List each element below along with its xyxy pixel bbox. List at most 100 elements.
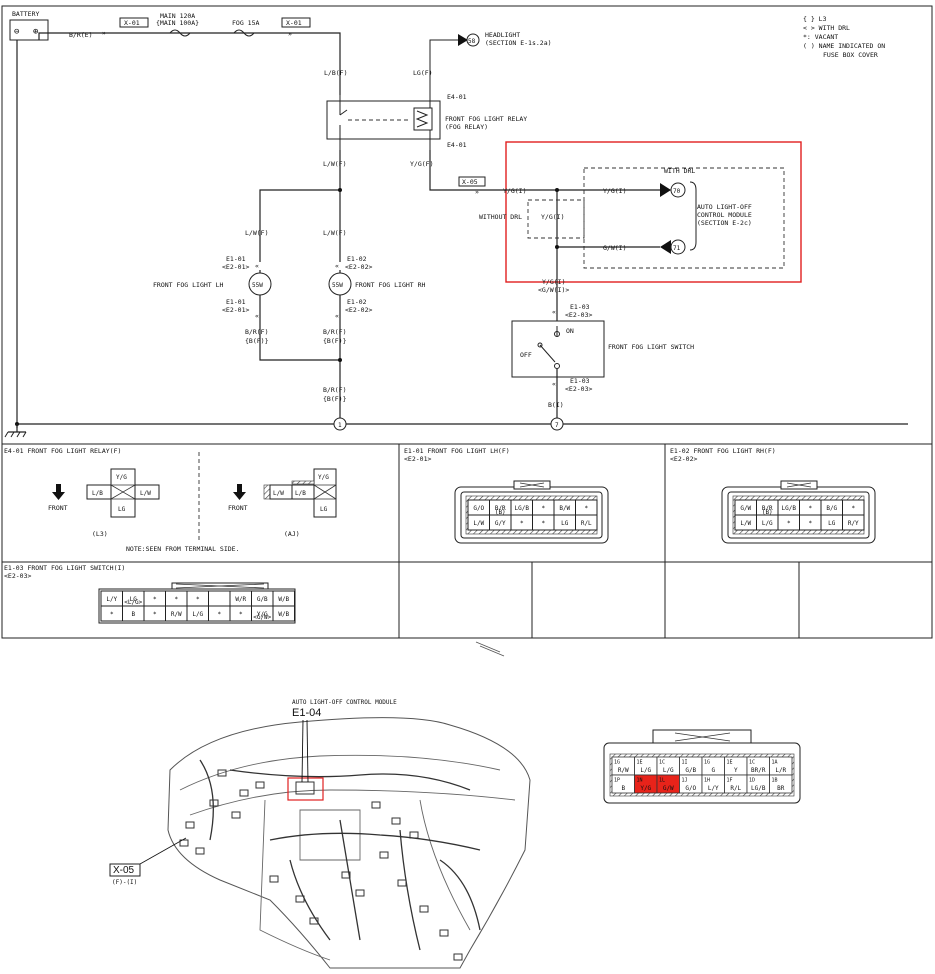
rh-pin-sub-label: (B): [762, 509, 773, 516]
wire-lw-f: L/W(F): [323, 160, 346, 168]
headlight-section: (SECTION E-1s.2a): [485, 39, 552, 47]
connector-pin-label: LG: [828, 520, 836, 527]
module-pin-id: 1N: [637, 778, 643, 784]
wire-br-e: B/R(E): [69, 31, 92, 39]
ground-point-1: [333, 417, 347, 431]
connector-pin-label: LG: [561, 520, 569, 527]
connector-pin-label: W/R: [235, 596, 246, 603]
switch-pin-sub-label-2: <G/W>: [253, 614, 271, 621]
connector-cell: [208, 590, 231, 607]
main-fuse-icon: [169, 29, 191, 37]
svg-text:»: »: [102, 29, 106, 37]
connector-pin-label: *: [174, 596, 178, 603]
e4-01-bottom: E4-01: [447, 141, 467, 149]
switch-pin-sub-label: <L/G>: [124, 599, 142, 606]
e1-03-a: E1-03: [570, 303, 590, 311]
relay-l3-pinout: Y/G L/B L/W LG: [86, 468, 160, 518]
e4-01-top: E4-01: [447, 93, 467, 101]
fog-fuse-icon: [233, 29, 255, 37]
svg-text:LG: LG: [320, 506, 328, 513]
ground-point-7: [550, 417, 564, 431]
wire-lw-f-right: L/W(F): [323, 229, 346, 237]
svg-text:»: »: [288, 30, 292, 38]
without-drl-label: WITHOUT DRL: [479, 213, 522, 221]
svg-text:LG: LG: [118, 506, 126, 513]
e1-02-a: E1-02: [347, 255, 367, 263]
e2-02-b: <E2-02>: [345, 306, 372, 314]
legend-l3: { } L3: [803, 15, 827, 23]
wire-br-f-center: B/R(F): [323, 386, 346, 394]
e1-01-b: E1-01: [226, 298, 246, 306]
wire-yg-f: Y/G(F): [410, 160, 433, 168]
svg-text:L/B: L/B: [295, 490, 306, 497]
connector-cell: [575, 514, 598, 531]
module-label-2: CONTROL MODULE: [697, 211, 752, 219]
module-pin-id: 1A: [772, 760, 778, 766]
module-pin-id: 1I: [682, 760, 688, 766]
module-pin-id: 1C: [659, 760, 665, 766]
connector-pin-label: *: [541, 520, 545, 527]
connector-pin-label: *: [787, 520, 791, 527]
with-drl-box: [583, 167, 785, 269]
ground-icon: [4, 424, 27, 438]
svg-text:L/W: L/W: [140, 490, 151, 497]
module-pin-wire: L/G: [640, 767, 651, 774]
relay-aj-pinout: Y/G L/W L/B LG: [263, 468, 337, 518]
connector-pin-label: *: [541, 505, 545, 512]
legend-name: ( ) NAME INDICATED ON: [803, 42, 885, 50]
module-pin-wire: B: [621, 785, 625, 792]
connector-pin-label: G/O: [473, 505, 484, 512]
module-pin-id: 1C: [749, 760, 755, 766]
e1-01-a: E1-01: [226, 255, 246, 263]
module-pin-id: 1H: [704, 778, 710, 784]
connector-pin-label: G/B: [257, 596, 268, 603]
dashboard-location-drawing: [167, 717, 531, 969]
module-pin-wire: Y/G: [640, 785, 651, 792]
svg-text:«: «: [552, 380, 556, 388]
connector-pin-label: B/G: [826, 505, 837, 512]
relay-label-2: (FOG RELAY): [445, 123, 488, 131]
switch-off-label: OFF: [520, 351, 532, 359]
module-pin-wire: L/R: [775, 767, 786, 774]
e2-03-a: <E2-03>: [565, 311, 592, 319]
module-connector-cell: [769, 774, 793, 794]
battery-minus-icon: ⊖: [14, 27, 19, 37]
svg-text:L/B: L/B: [92, 490, 103, 497]
lh-panel-sub: <E2-01>: [404, 455, 431, 463]
connector-pin-label: L/G: [762, 520, 773, 527]
module-pin-id: 1J: [682, 778, 688, 784]
connector-x01-b: X-01: [286, 19, 302, 27]
module-pin-id: 1D: [749, 778, 755, 784]
relay-front-b: FRONT: [228, 504, 248, 512]
module-pin-wire: LG/B: [751, 785, 766, 792]
module-pin-wire: L/Y: [708, 785, 719, 792]
connector-x01-a: X-01: [124, 19, 140, 27]
wire-gw-i-2: <G/W(I)>: [538, 286, 569, 294]
connector-pin-label: L/W: [473, 520, 484, 527]
connector-pin-label: B/R: [762, 505, 773, 512]
e1-02-b: E1-02: [347, 298, 367, 306]
battery: BATTERY ⊖ ⊕: [9, 10, 49, 41]
fog-light-lh-bulb: 55W: [248, 272, 272, 296]
module-pin-id: 1E: [727, 760, 733, 766]
drl-highlight-box: [505, 141, 802, 283]
connector-pin-label: *: [808, 520, 812, 527]
module-label: AUTO LIGHT-OFF: [697, 203, 752, 211]
module-label-3: (SECTION E-2c): [697, 219, 752, 227]
wire-yg-i: Y/G(I): [503, 187, 526, 195]
module-pin-wire: G/O: [685, 785, 696, 792]
connector-pin-label: L/Y: [106, 596, 117, 603]
location-module-caption: AUTO LIGHT-OFF CONTROL MODULE: [292, 699, 397, 706]
ref-71: 71: [673, 245, 681, 252]
wire-b-f-left: {B(F)}: [245, 337, 269, 345]
module-pin-id: 1F: [727, 778, 733, 784]
connector-pin-label: *: [110, 611, 114, 618]
fog-light-lh-label: FRONT FOG LIGHT LH: [153, 281, 224, 289]
legend-vacant: *: VACANT: [803, 33, 838, 41]
without-drl-box: [527, 199, 585, 239]
headlight-ref-circle: [466, 33, 480, 47]
svg-text:«: «: [255, 262, 259, 270]
fog-light-rh-label: FRONT FOG LIGHT RH: [355, 281, 426, 289]
bulb-lh-watt: 55W: [252, 282, 263, 289]
legend-name-2: FUSE BOX COVER: [823, 51, 878, 59]
